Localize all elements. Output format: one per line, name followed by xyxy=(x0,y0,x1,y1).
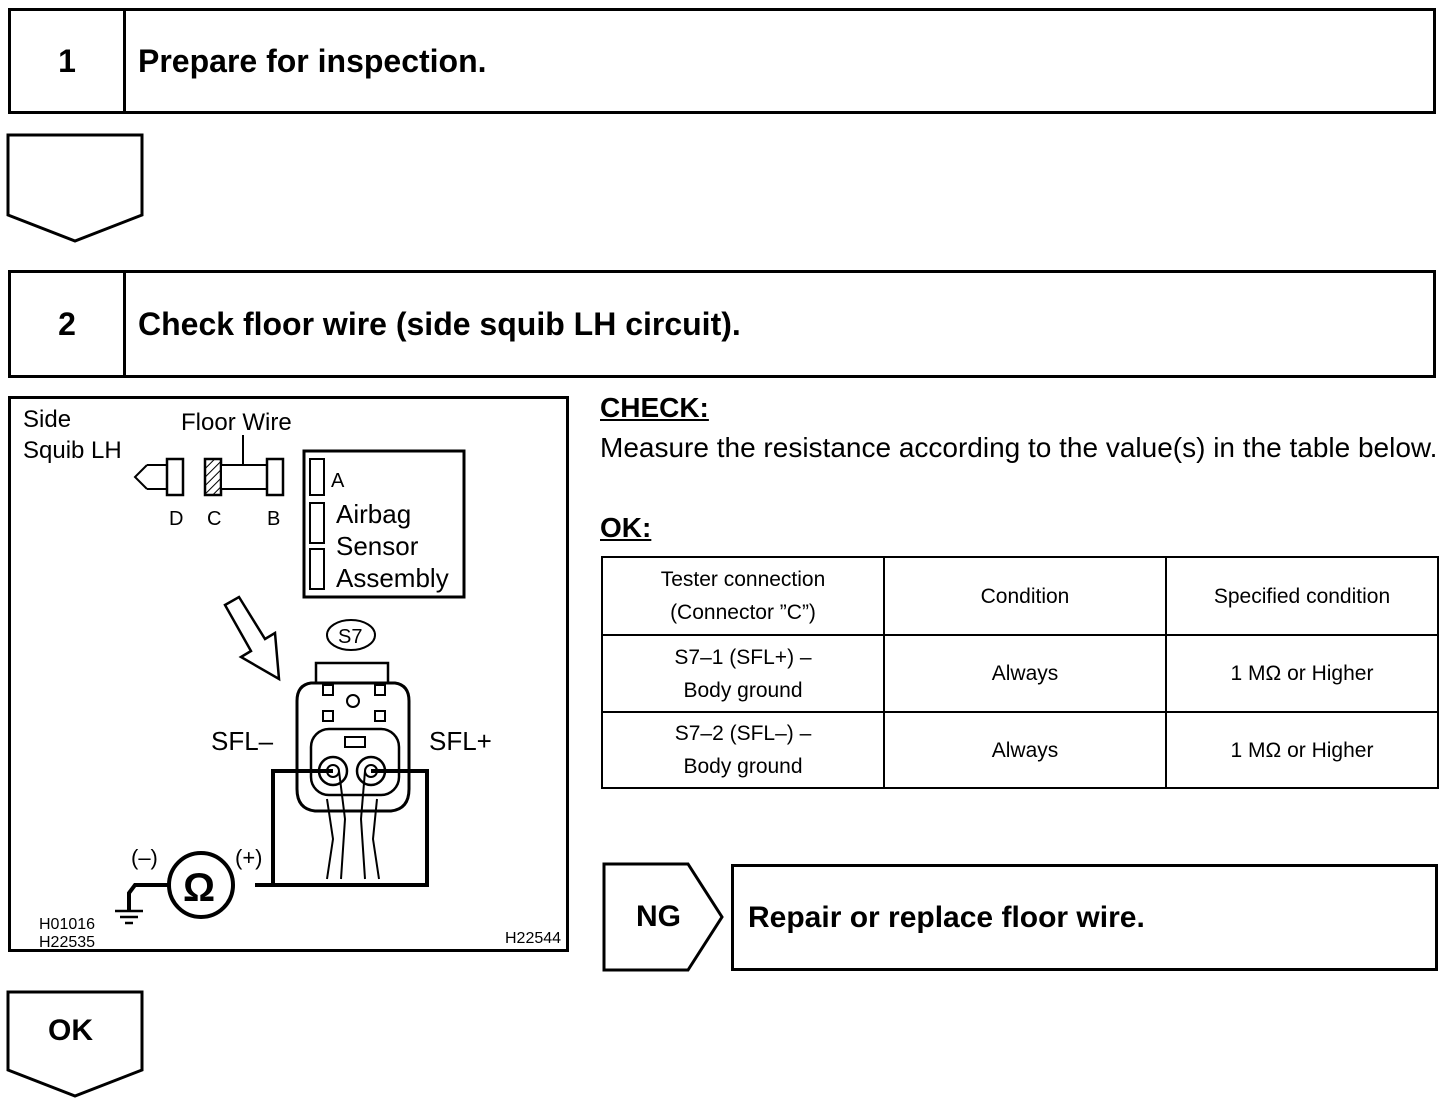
airbag-label: Airbag xyxy=(336,499,411,529)
floor-wire-label: Floor Wire xyxy=(181,409,292,436)
connector-a-label: A xyxy=(331,470,345,492)
check-heading: CHECK: xyxy=(600,392,709,423)
sfl-minus-label: SFL– xyxy=(211,726,274,756)
ground-icon xyxy=(115,909,143,925)
header-condition: Condition xyxy=(883,556,1167,636)
table-header-row: Tester connection (Connector ”C”) Condit… xyxy=(601,556,1439,636)
cell-condition: Always xyxy=(883,711,1167,789)
sfl-plus-label: SFL+ xyxy=(429,726,492,756)
wiring-diagram: Side Squib LH Floor Wire D C B A Airbag … xyxy=(23,406,561,951)
cell-connection: S7–2 (SFL–) – Body ground xyxy=(601,711,885,789)
wiring-illustration: Side Squib LH Floor Wire D C B A Airbag … xyxy=(8,396,569,952)
ng-label: NG xyxy=(636,900,681,933)
cell-condition: Always xyxy=(883,634,1167,713)
cell-connection-line1: S7–2 (SFL–) – xyxy=(674,722,812,745)
figure-code-3: H22544 xyxy=(505,930,561,947)
connector-c-label: C xyxy=(207,508,221,530)
ng-arrow xyxy=(602,862,724,972)
side-squib-label-2: Squib LH xyxy=(23,437,122,464)
table-row: S7–2 (SFL–) – Body ground Always 1 MΩ or… xyxy=(601,711,1439,789)
flow-down-arrow xyxy=(6,133,144,243)
header-tester-connection: Tester connection (Connector ”C”) xyxy=(601,556,885,636)
table-row: S7–1 (SFL+) – Body ground Always 1 MΩ or… xyxy=(601,634,1439,713)
meter-plus-label: (+) xyxy=(235,845,263,870)
resistance-spec-table: Tester connection (Connector ”C”) Condit… xyxy=(601,556,1439,789)
cell-specified: 1 MΩ or Higher xyxy=(1165,634,1439,713)
step-1-title: Prepare for inspection. xyxy=(138,42,487,79)
ohm-symbol: Ω xyxy=(183,866,215,910)
cell-specified: 1 MΩ or Higher xyxy=(1165,711,1439,789)
ok-label: OK xyxy=(48,1014,93,1047)
ok-arrow xyxy=(6,990,144,1098)
cell-connection-line1: S7–1 (SFL+) – xyxy=(674,645,812,669)
figure-code-2: H22535 xyxy=(39,934,95,949)
check-instruction: Measure the resistance according to the … xyxy=(600,432,1438,463)
header-specified-condition: Specified condition xyxy=(1165,556,1439,636)
cell-connection-line2: Body ground xyxy=(683,755,803,778)
step-2-header: 2 Check floor wire (side squib LH circui… xyxy=(8,270,1436,378)
connector-b-label: B xyxy=(267,508,280,530)
meter-minus-label: (–) xyxy=(131,845,158,870)
header-tester-connection-line1: Tester connection xyxy=(660,568,826,591)
side-squib-label: Side xyxy=(23,406,71,433)
assembly-label: Assembly xyxy=(336,563,449,593)
step-2-number: 2 xyxy=(11,273,126,375)
ok-heading: OK: xyxy=(600,512,652,543)
connector-d-label: D xyxy=(169,508,183,530)
step-1-number: 1 xyxy=(11,11,126,111)
view-arrow-icon xyxy=(223,595,281,682)
ng-action-box: Repair or replace floor wire. xyxy=(731,864,1438,971)
step-1-header: 1 Prepare for inspection. xyxy=(8,8,1436,114)
header-tester-connection-line2: (Connector ”C”) xyxy=(670,601,816,624)
cell-connection-line2: Body ground xyxy=(683,678,803,702)
connector-id-label: S7 xyxy=(338,626,362,648)
figure-code-1: H01016 xyxy=(39,916,95,933)
sensor-label: Sensor xyxy=(336,531,419,561)
cell-connection: S7–1 (SFL+) – Body ground xyxy=(601,634,885,713)
step-2-title: Check floor wire (side squib LH circuit)… xyxy=(138,305,741,342)
